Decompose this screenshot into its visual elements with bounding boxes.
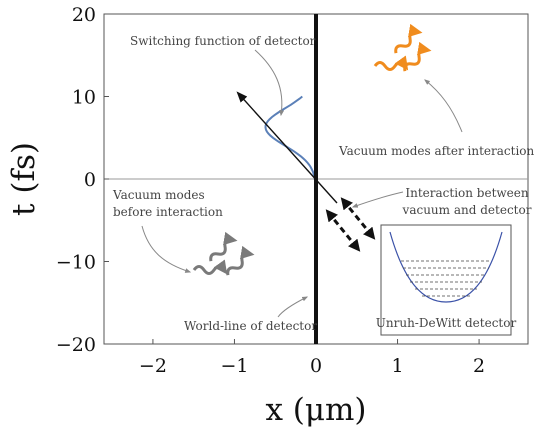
switching-function-label: Switching function of detector xyxy=(130,34,316,48)
energy-levels xyxy=(401,260,491,297)
x-tick-label: −1 xyxy=(220,355,248,377)
dashed-double-arrow-icon xyxy=(325,197,376,252)
x-tick-label: 0 xyxy=(310,355,322,377)
worldline-label: World-line of detector xyxy=(184,319,317,333)
annotation-pointers xyxy=(141,49,463,318)
unruh-dewitt-detector-inset: Unruh-DeWitt detector xyxy=(376,224,517,336)
before-interaction-label-line1: Vacuum modes xyxy=(112,188,205,202)
y-tick-label: 10 xyxy=(72,87,96,109)
x-tick-label: 2 xyxy=(473,355,485,377)
interaction-label-line2: vacuum and detector xyxy=(402,203,532,217)
wavy-arrows-icon xyxy=(373,23,432,72)
y-axis-title: t (fs) xyxy=(6,142,42,216)
x-axis-ticks: −2 −1 0 1 2 xyxy=(139,339,485,377)
x-axis-title: x (μm) xyxy=(265,392,366,428)
switching-function-curve xyxy=(264,95,317,254)
after-interaction-label: Vacuum modes after interaction xyxy=(338,144,535,158)
y-axis-ticks: −20 −10 0 10 20 xyxy=(56,4,109,356)
y-tick-label: −20 xyxy=(56,334,96,356)
interaction-label-line1: Interaction between xyxy=(405,186,529,200)
x-tick-label: −2 xyxy=(139,355,167,377)
detector-label: Unruh-DeWitt detector xyxy=(376,316,517,330)
x-tick-label: 1 xyxy=(391,355,403,377)
y-tick-label: 20 xyxy=(72,4,96,26)
y-tick-label: 0 xyxy=(84,169,96,191)
potential-well-curve xyxy=(389,231,503,303)
before-interaction-label-line2: before interaction xyxy=(113,205,223,219)
y-tick-label: −10 xyxy=(56,252,96,274)
diagonal-arrow xyxy=(236,91,338,204)
wavy-arrows-icon xyxy=(192,231,255,276)
